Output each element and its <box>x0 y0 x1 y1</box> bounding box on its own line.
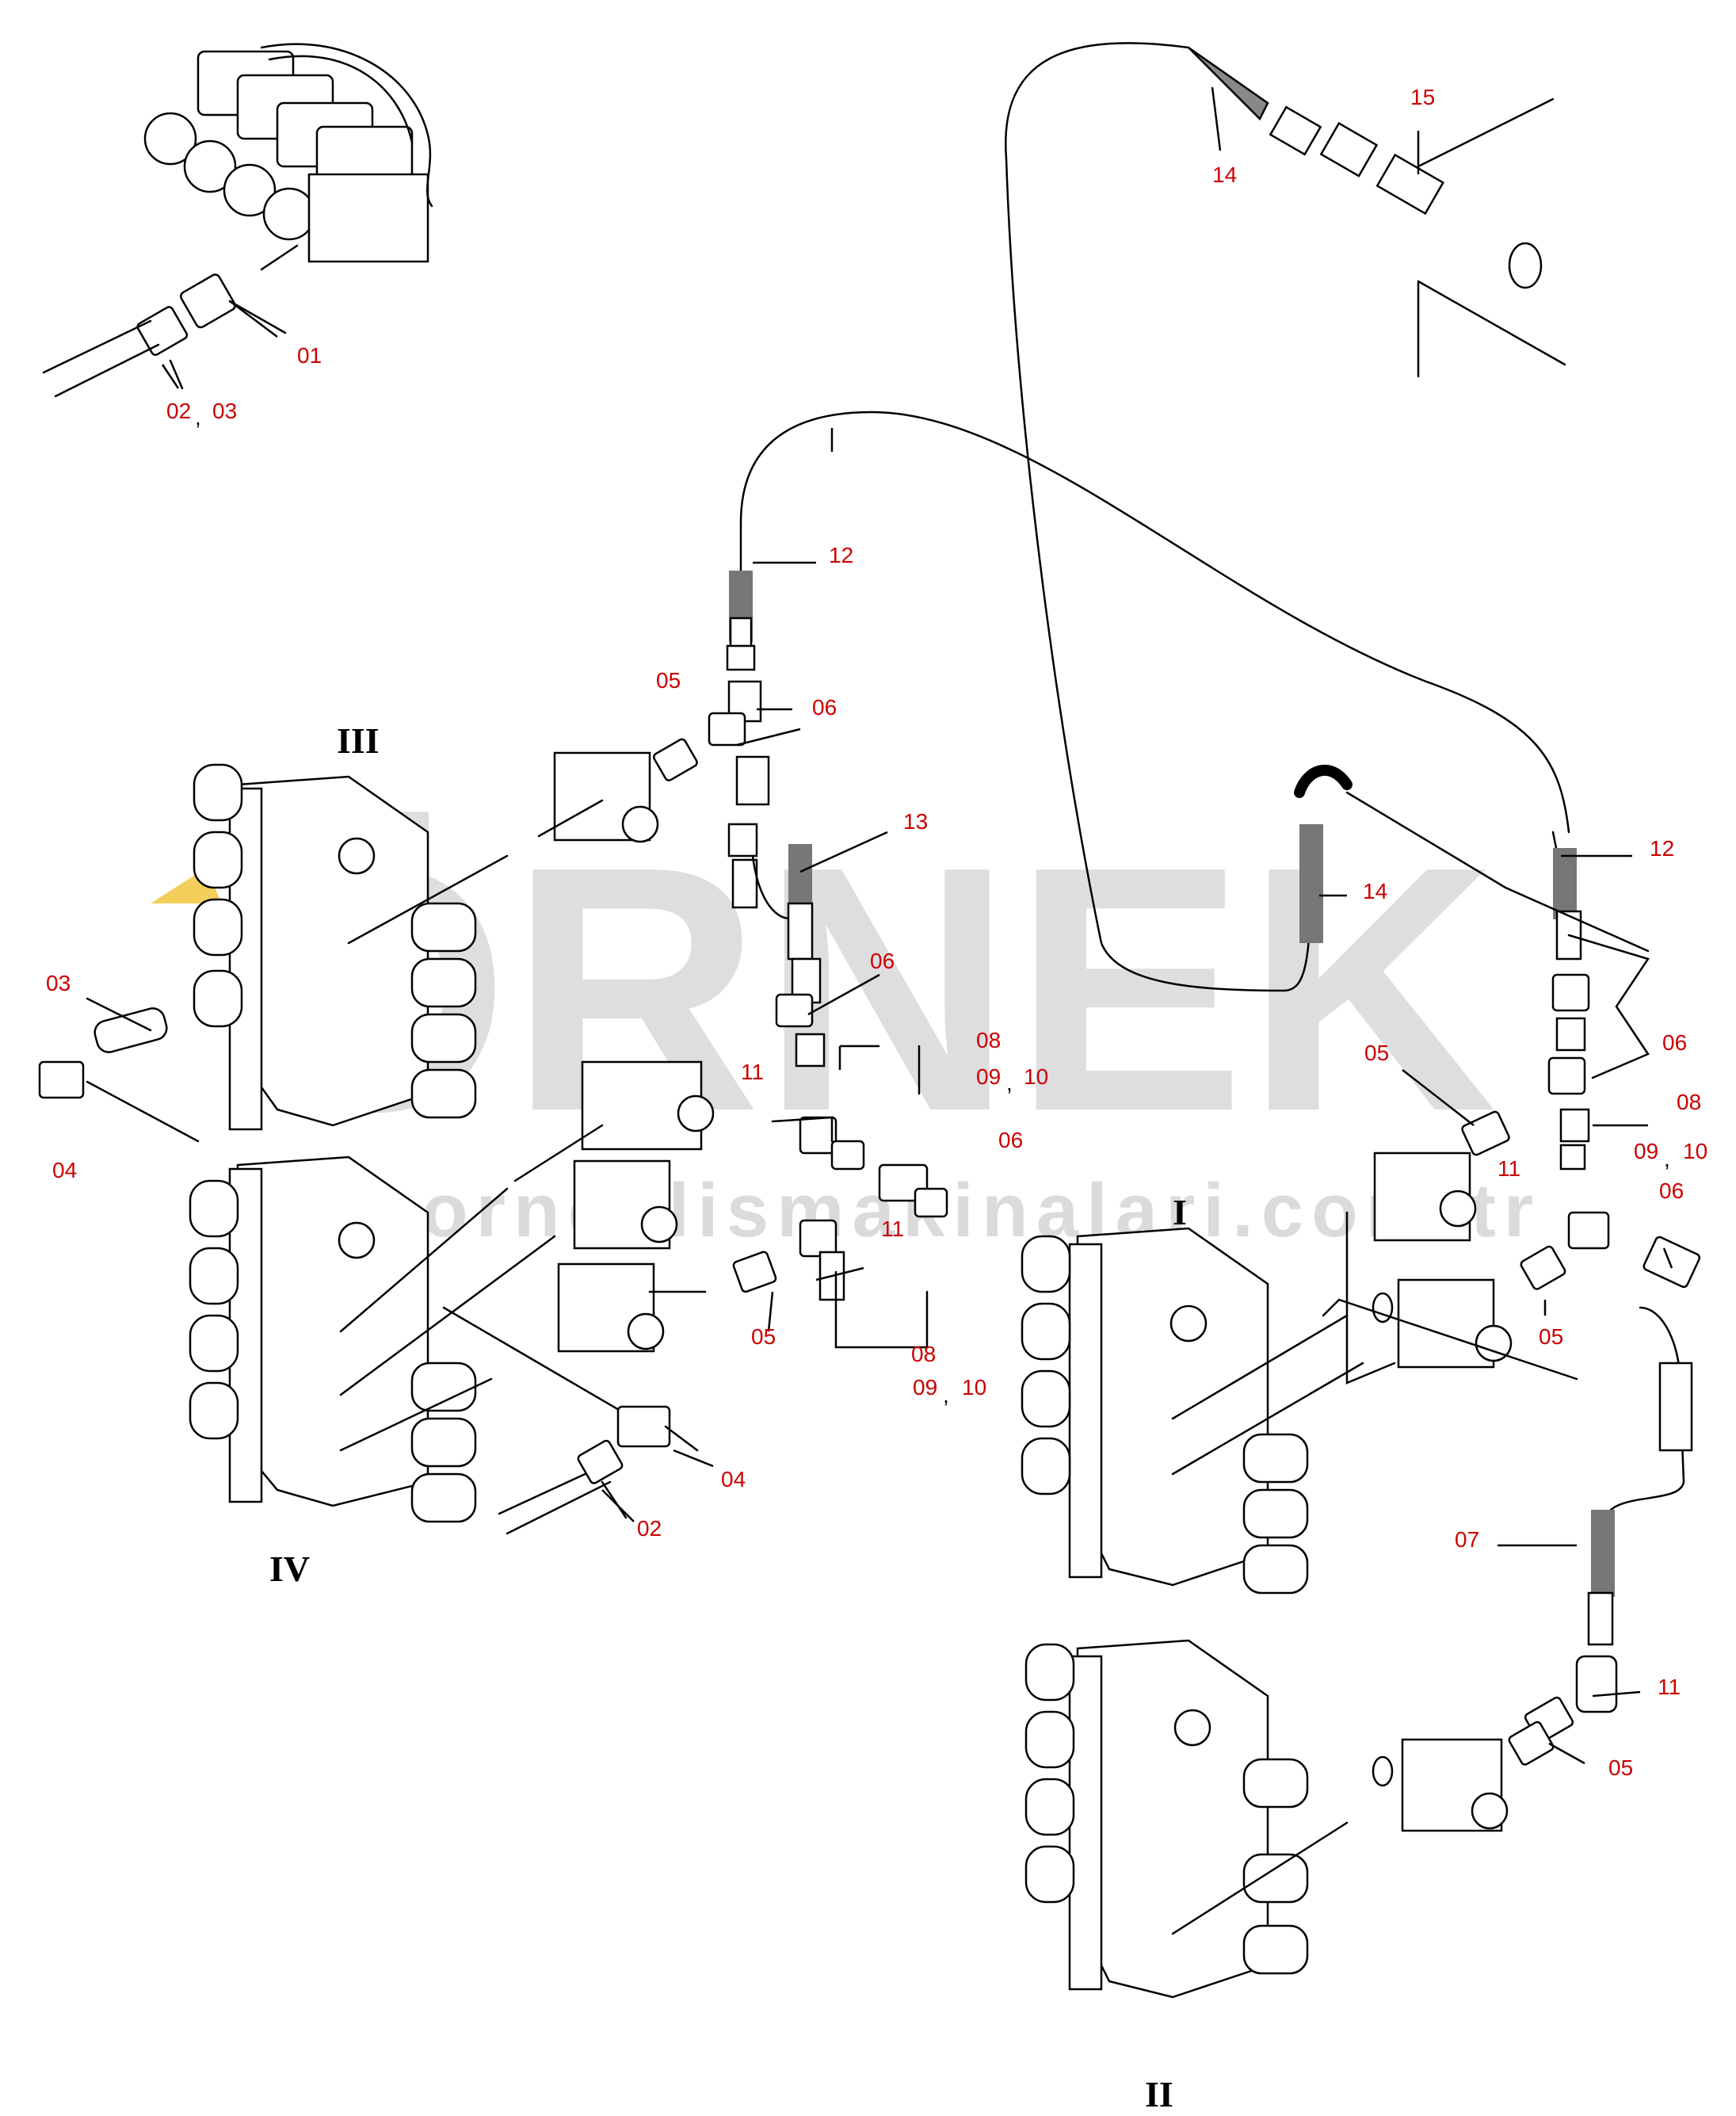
callout-02: 02 <box>166 399 191 423</box>
callout-09-mid: 09 <box>976 1064 1001 1089</box>
hose-12-top-loop <box>739 411 1570 834</box>
callout-06-top: 06 <box>812 695 837 720</box>
valve-block-top <box>537 738 698 843</box>
callout-03-left: 03 <box>46 971 71 995</box>
distribution-block-II <box>1024 1639 1349 1999</box>
group-labels: III IV I II <box>269 720 1187 2114</box>
callout-01: 01 <box>297 343 322 368</box>
hose-13 <box>751 844 826 1068</box>
callout-comma-3: , <box>943 1383 949 1407</box>
callout-05-top: 05 <box>656 668 681 693</box>
callout-11-right: 11 <box>1498 1156 1520 1181</box>
distribution-block-IV <box>189 1155 635 1523</box>
solenoid-valve-assembly <box>143 43 433 271</box>
callout-08-mid: 08 <box>976 1028 1001 1052</box>
callouts: 01 02 , 03 14 15 12 05 06 13 06 08 09 , … <box>46 85 1707 1780</box>
callout-05-low: 05 <box>751 1324 776 1349</box>
callout-04-left: 04 <box>52 1158 77 1182</box>
hose-14-loop <box>1004 42 1313 992</box>
group-label-I: I <box>1173 1192 1187 1232</box>
hose-02-03 <box>42 306 189 398</box>
callout-05-right3: 05 <box>1608 1755 1633 1780</box>
group-label-IV: IV <box>269 1549 310 1589</box>
fitting-01 <box>180 273 287 334</box>
valve-block-lower-2 <box>557 1262 665 1353</box>
callout-05-right2: 05 <box>1539 1324 1563 1349</box>
callout-14-top: 14 <box>1212 162 1237 187</box>
callout-11-low: 11 <box>881 1217 904 1241</box>
valve-block-right-2 <box>1372 1278 1513 1369</box>
callout-12-right: 12 <box>1650 836 1674 861</box>
callout-07: 07 <box>1455 1527 1479 1552</box>
distribution-block-I <box>1021 1227 1364 1595</box>
callout-04-low: 04 <box>721 1467 746 1492</box>
hose-14-elbow <box>1294 764 1650 953</box>
line-art <box>38 42 1701 1999</box>
callout-09-low: 09 <box>913 1375 937 1400</box>
tee-fitting-cluster-right <box>1461 831 1650 1171</box>
group-label-II: II <box>1145 2074 1173 2114</box>
callout-14-right: 14 <box>1363 879 1387 903</box>
hose-14-top-fitting <box>1188 46 1566 378</box>
valve-block-right-1 <box>1345 1152 1477 1385</box>
callout-10-low: 10 <box>962 1375 986 1400</box>
valve-block-lower-1 <box>573 1159 678 1250</box>
callout-06-right: 06 <box>1662 1030 1687 1055</box>
callout-10-mid: 10 <box>1024 1064 1048 1089</box>
valve-block-middle <box>513 1060 715 1182</box>
callout-15: 15 <box>1410 85 1435 109</box>
callout-12-top: 12 <box>829 543 853 567</box>
callout-10-right: 10 <box>1683 1139 1707 1163</box>
leader-lines <box>161 86 1673 1765</box>
callout-06-right2: 06 <box>1659 1178 1684 1203</box>
callout-05-right: 05 <box>1364 1041 1389 1065</box>
callout-06-low: 06 <box>998 1128 1023 1152</box>
tee-fitting-cluster-top <box>708 521 770 909</box>
callout-03: 03 <box>212 399 237 423</box>
callout-comma-1: , <box>195 405 201 430</box>
callout-08-low: 08 <box>911 1342 936 1366</box>
callout-06-mid: 06 <box>870 949 895 973</box>
callout-comma-4: , <box>1664 1147 1670 1171</box>
tee-fitting-cluster-right-lower <box>1322 1211 1701 1766</box>
callout-02-low: 02 <box>637 1516 662 1541</box>
callout-08-right: 08 <box>1677 1090 1701 1114</box>
callout-comma-2: , <box>1006 1071 1013 1095</box>
callout-09-right: 09 <box>1634 1139 1658 1163</box>
callout-13: 13 <box>903 809 928 834</box>
fitting-04-02-low <box>498 1405 699 1535</box>
fitting-03-04-left <box>38 997 200 1143</box>
distribution-block-III <box>193 763 509 1131</box>
group-label-III: III <box>337 720 380 761</box>
callout-11-right2: 11 <box>1658 1675 1681 1699</box>
valve-block-right-3 <box>1372 1738 1509 1832</box>
callout-11-mid: 11 <box>741 1060 764 1084</box>
